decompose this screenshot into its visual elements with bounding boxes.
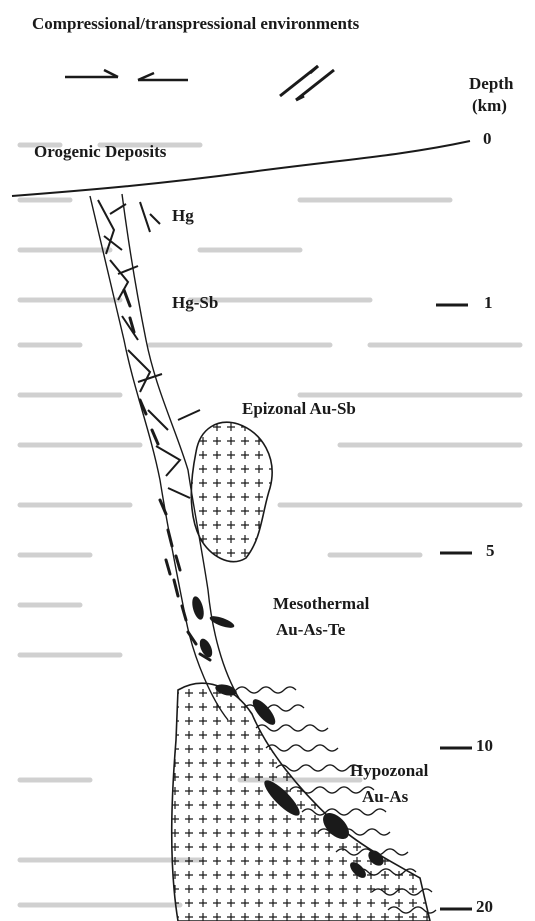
label-epizonal-au-sb: Epizonal Au-Sb [242,399,356,419]
depth-tick-label-0: 0 [483,129,492,149]
label-mesothermal: Mesothermal [273,594,369,614]
label-hypozonal: Hypozonal [350,761,428,781]
depth-axis-unit: (km) [472,96,507,116]
diagram-title: Compressional/transpressional environmen… [32,14,359,34]
compression-arrows [65,70,188,80]
label-hg-sb: Hg-Sb [172,293,218,313]
shallow-fractures [98,200,200,498]
shear-sense-symbol [280,66,334,100]
label-au-as: Au-As [362,787,408,807]
depth-axis-label: Depth [469,74,513,94]
depth-tick-label-5: 5 [486,541,495,561]
depth-tick-label-20: 20 [476,897,493,917]
label-orogenic-deposits: Orogenic Deposits [34,142,166,162]
label-hg: Hg [172,206,194,226]
label-au-as-te: Au-As-Te [276,620,345,640]
depth-tick-label-1: 1 [484,293,493,313]
epizonal-intrusion [191,422,272,561]
depth-tick-label-10: 10 [476,736,493,756]
